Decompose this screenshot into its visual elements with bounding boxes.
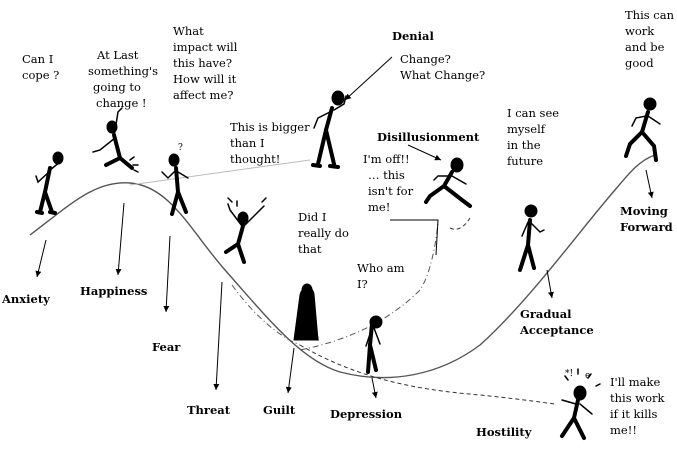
moving-forward-quote: This can work and be good	[625, 8, 677, 70]
stage-depression: Depression	[330, 407, 403, 421]
denial-figure	[311, 90, 347, 169]
anxiety-arrow	[35, 239, 47, 278]
denial-arrow	[344, 56, 393, 101]
threat-figure	[224, 197, 267, 264]
threat-arrow	[213, 281, 223, 391]
happiness-denial-line	[129, 159, 311, 186]
depression-figure	[365, 315, 383, 374]
fear-arrow	[163, 235, 171, 313]
fear-figure: ?	[161, 143, 189, 216]
gradual-acceptance-arrow	[546, 269, 554, 299]
disillusionment-quote: I'm off!! … this isn't for me!	[363, 152, 417, 214]
stage-fear: Fear	[152, 340, 181, 354]
svg-text:e: e	[585, 371, 590, 381]
happiness-quote: At Last something's going to change !	[88, 48, 162, 110]
disillusionment-arrow	[407, 144, 442, 161]
stage-denial: Denial	[392, 29, 434, 43]
anxiety-quote: Can I cope ?	[22, 52, 59, 82]
stage-threat: Threat	[187, 403, 231, 417]
stage-guilt: Guilt	[263, 403, 296, 417]
stage-gradual-acceptance: Gradual Acceptance	[519, 307, 594, 337]
stage-moving-forward: Moving Forward	[620, 204, 673, 234]
moving-forward-figure	[624, 97, 661, 162]
hostility-figure: *! e	[560, 368, 601, 440]
moving-forward-arrow	[645, 169, 654, 199]
depression-quote: Who am I?	[357, 261, 408, 291]
stage-hostility: Hostility	[476, 425, 532, 439]
anxiety-figure	[35, 151, 64, 215]
disillusionment-path	[299, 221, 439, 351]
threat-quote: This is bigger than I thought!	[230, 120, 313, 166]
hostility-path	[299, 344, 556, 405]
disillusionment-bracket	[390, 219, 439, 256]
happiness-arrow	[115, 202, 125, 276]
fear-quote: What impact will this have? How will it …	[173, 24, 241, 102]
denial-quote: Change? What Change?	[400, 52, 485, 82]
gradual-acceptance-figure	[518, 204, 545, 272]
guilt-arrow	[285, 347, 295, 394]
depression-arrow	[371, 377, 378, 399]
disillusionment-figure	[424, 157, 472, 208]
stage-anxiety: Anxiety	[1, 292, 50, 306]
stage-disillusionment: Disillusionment	[377, 130, 480, 144]
threat-guilt-path	[231, 284, 301, 346]
svg-text:*!: *!	[565, 369, 573, 379]
guilt-figure	[293, 283, 319, 341]
stage-happiness: Happiness	[80, 284, 147, 298]
guilt-quote: Did I really do that	[298, 210, 353, 256]
hostility-quote: I'll make this work if it kills me!!	[610, 375, 668, 437]
svg-text:?: ?	[178, 143, 183, 153]
disillusionment-dash	[449, 217, 471, 230]
change-curve	[29, 154, 656, 379]
happiness-figure	[92, 107, 139, 173]
gradual-acceptance-quote: I can see myself in the future	[507, 106, 563, 168]
